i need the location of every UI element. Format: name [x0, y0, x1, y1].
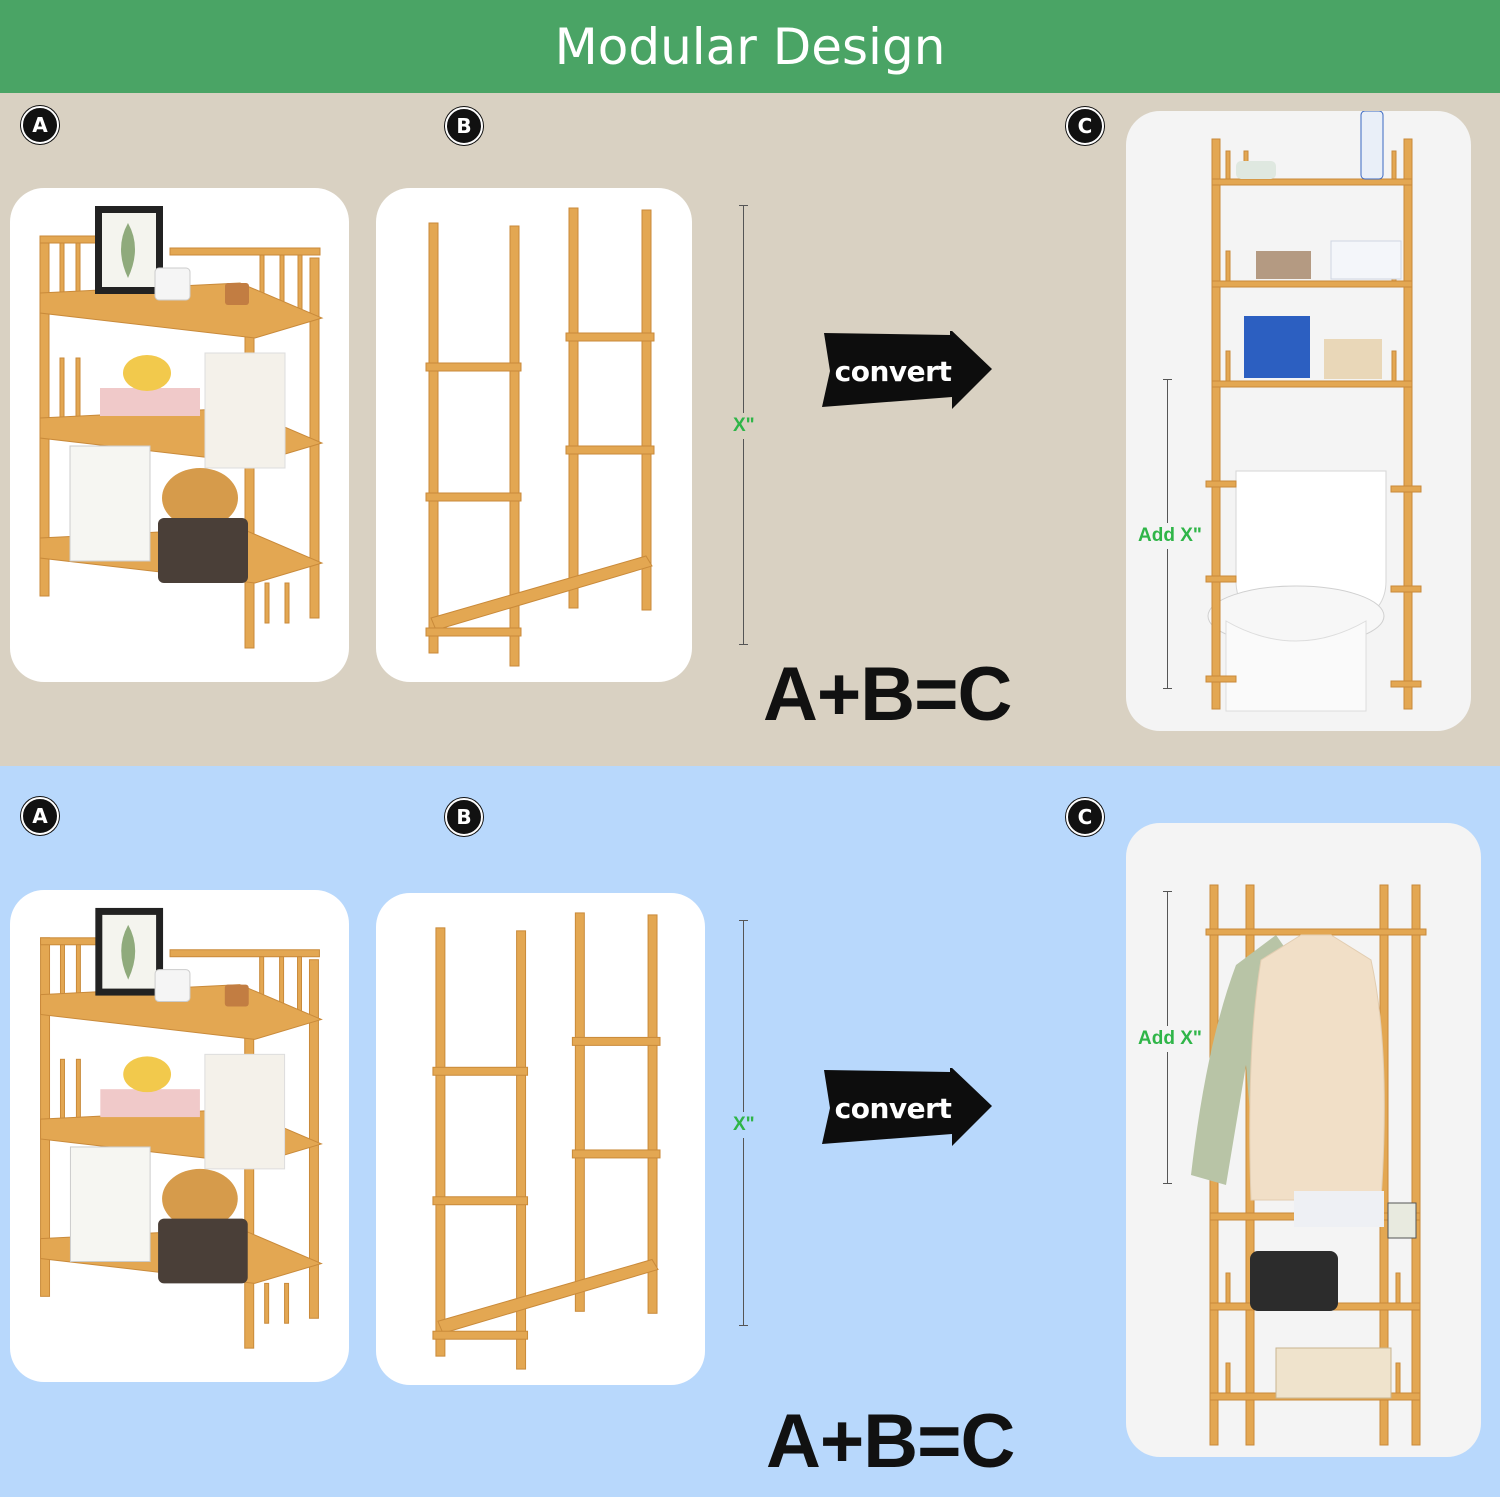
- over-toilet-rack-image: [1126, 111, 1471, 731]
- equation-text: A+B=C: [763, 652, 1012, 737]
- three-tier-shelf-illustration: [39, 206, 324, 649]
- bottom-panel: A B C: [0, 766, 1500, 1497]
- height-dimension-label: X": [733, 413, 755, 439]
- shelf-a-image: [10, 890, 349, 1382]
- frame-b-image: [376, 188, 692, 682]
- added-height-dimension-label: Add X": [1138, 1026, 1202, 1052]
- badge-a: A: [21, 106, 59, 144]
- clothes-rack-illustration: [1191, 884, 1427, 1446]
- badge-b: B: [445, 798, 483, 836]
- convert-label: convert: [834, 354, 952, 388]
- equation-text: A+B=C: [766, 1399, 1015, 1484]
- header-banner: Modular Design: [0, 0, 1500, 93]
- frame-b-image: [376, 893, 705, 1385]
- height-dimension-label: X": [733, 1112, 755, 1138]
- top-panel: A B C: [0, 93, 1500, 766]
- page-title: Modular Design: [554, 17, 946, 76]
- convert-arrow: convert: [818, 1068, 994, 1148]
- badge-a: A: [21, 797, 59, 835]
- frame-extension-illustration: [425, 207, 655, 667]
- convert-arrow: convert: [818, 331, 994, 411]
- added-height-dimension-label: Add X": [1138, 523, 1202, 549]
- badge-c: C: [1066, 107, 1104, 145]
- arrow-right-icon: [822, 1068, 992, 1146]
- over-toilet-rack-illustration: [1205, 111, 1422, 712]
- three-tier-shelf-illustration: [40, 907, 323, 1349]
- arrow-right-icon: [822, 331, 992, 409]
- badge-b: B: [445, 107, 483, 145]
- shelf-a-image: [10, 188, 349, 682]
- convert-label: convert: [834, 1091, 952, 1125]
- clothes-rack-image: [1126, 823, 1481, 1457]
- badge-c: C: [1066, 798, 1104, 836]
- frame-extension-illustration: [432, 912, 661, 1370]
